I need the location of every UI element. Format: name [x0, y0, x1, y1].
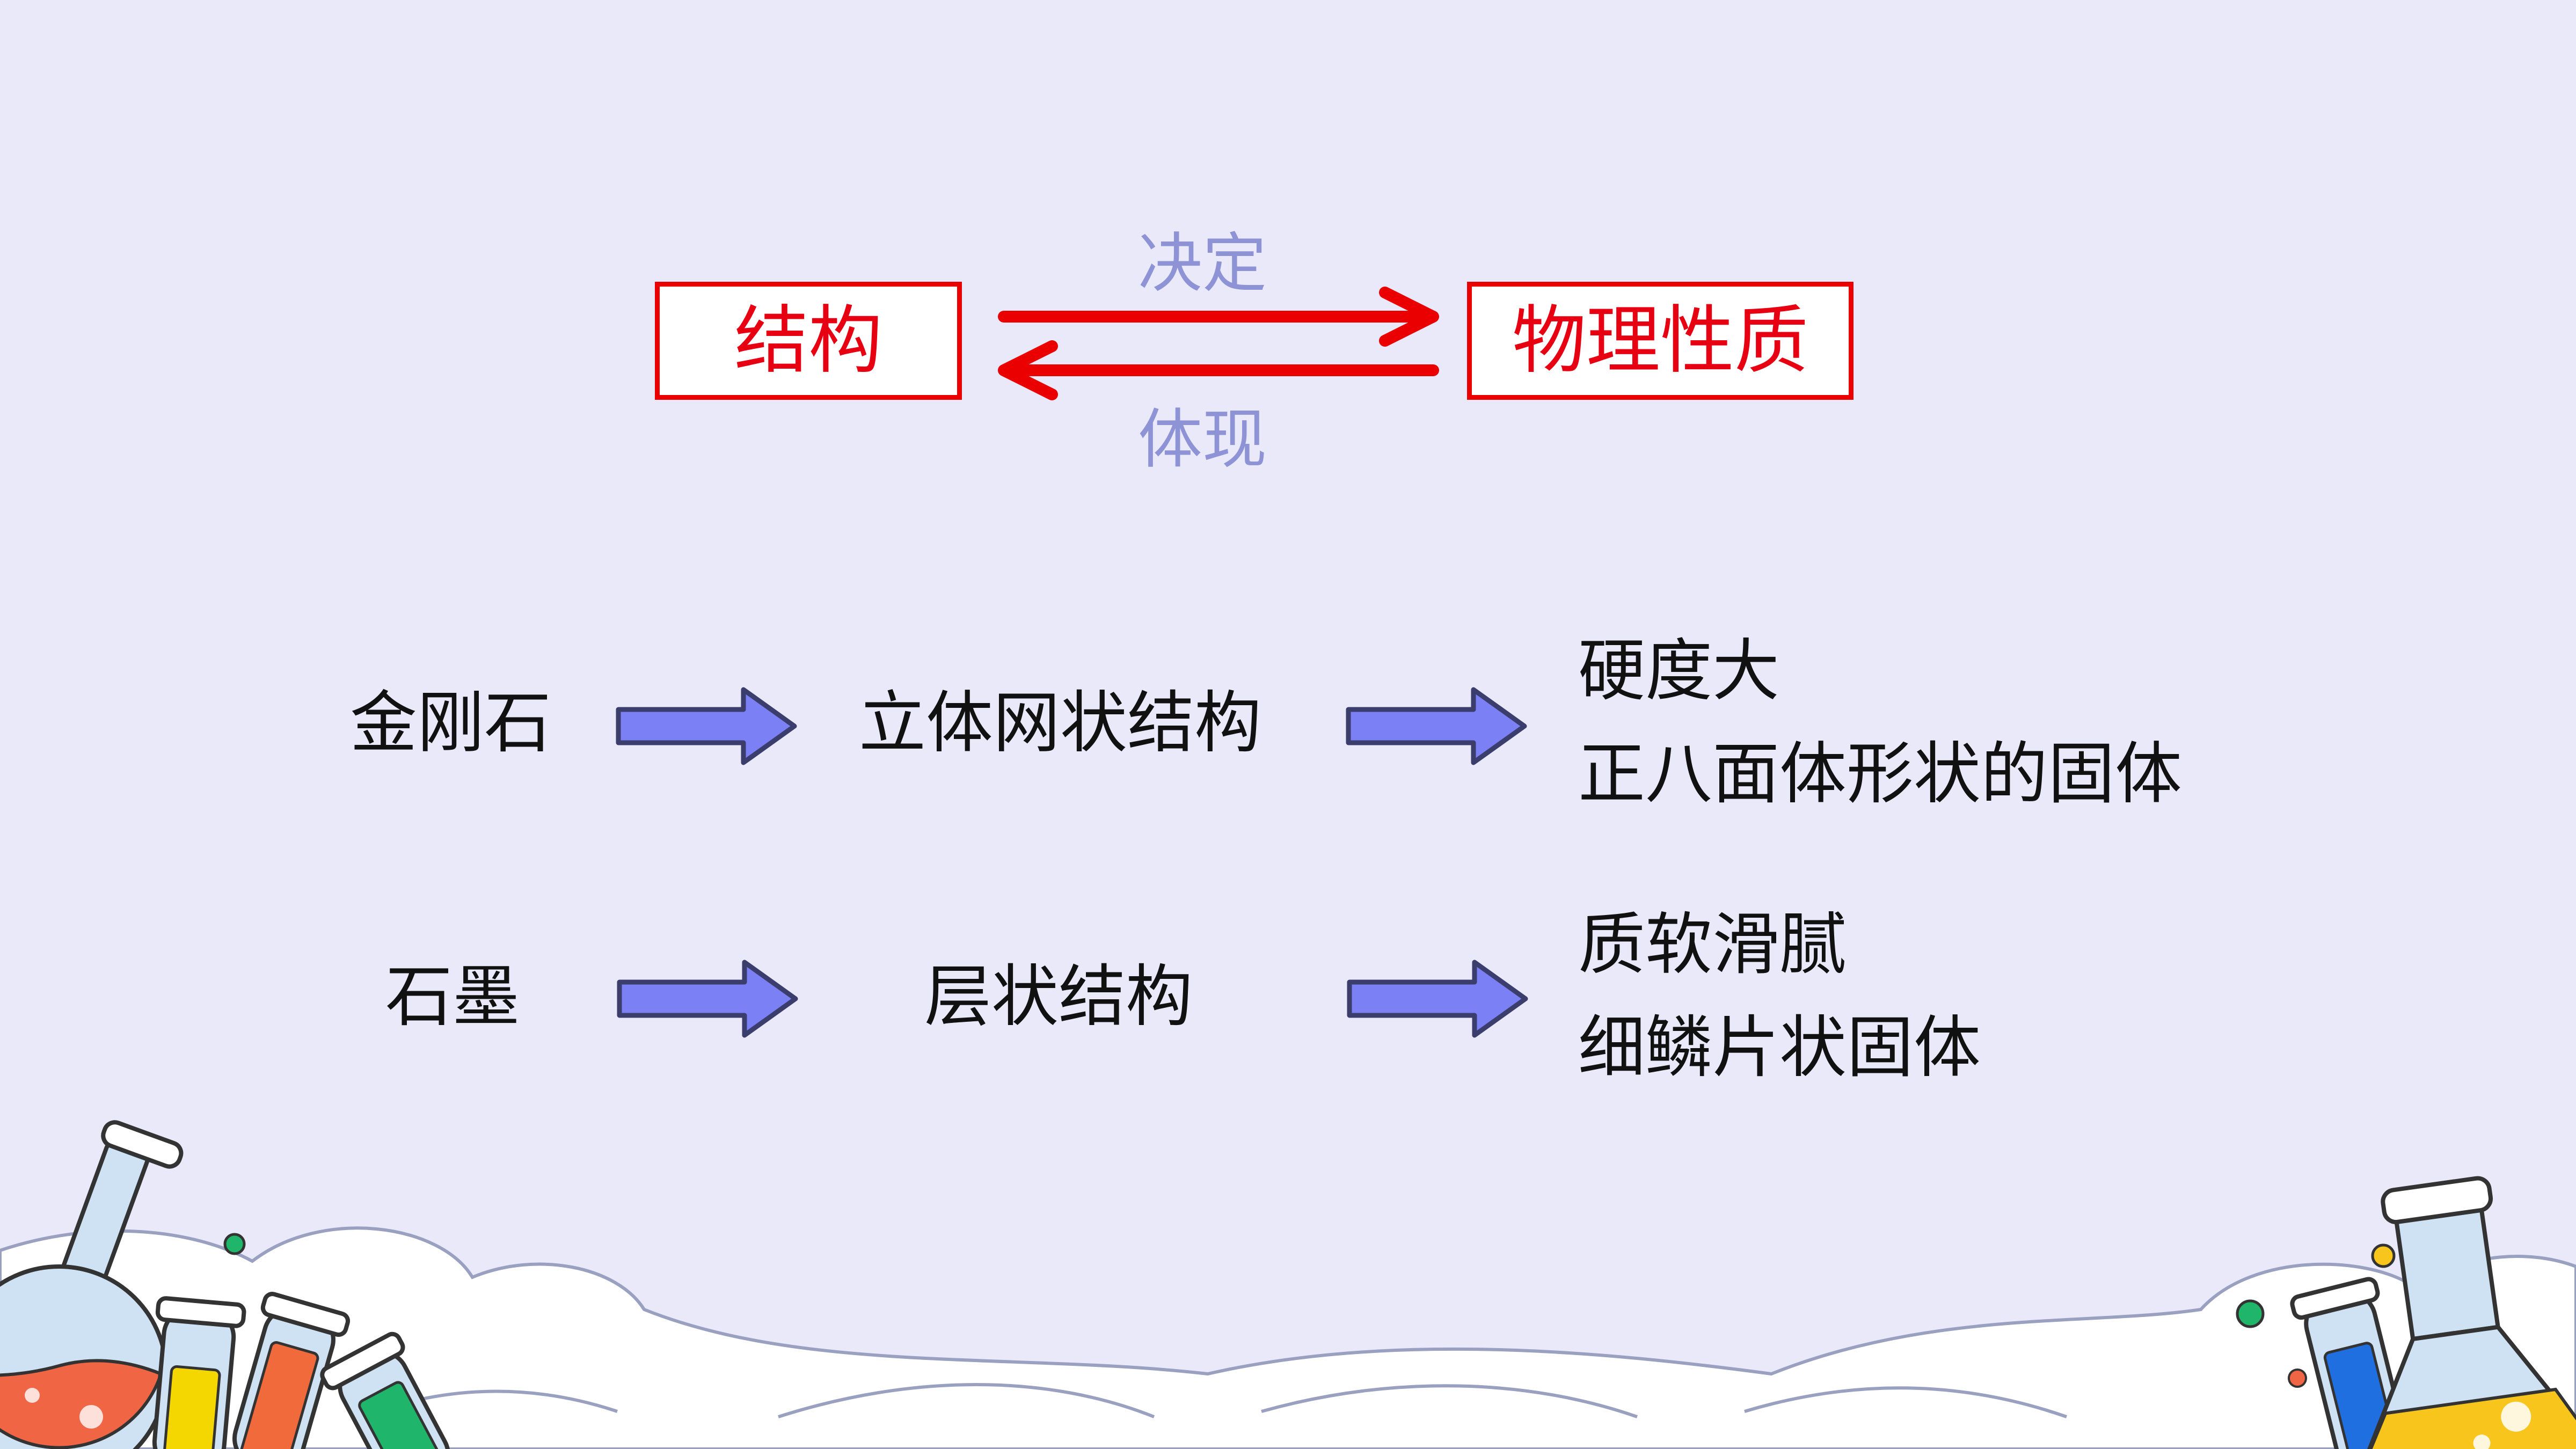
- test-tube-yellow-icon: [152, 1296, 246, 1449]
- graphite-property-2: 细鳞片状固体: [1578, 1009, 1981, 1087]
- diamond-property-1: 硬度大: [1578, 632, 1779, 710]
- bubble-icon: [2288, 1368, 2307, 1388]
- bubble-icon: [223, 1233, 246, 1255]
- diamond-arrow-2: [1346, 687, 1527, 765]
- conical-flask-icon: [2341, 1176, 2576, 1449]
- diamond-property-2: 正八面体形状的固体: [1578, 735, 2182, 813]
- test-tube-orange-icon: [232, 1292, 351, 1449]
- structure-box: 结构: [655, 282, 962, 400]
- backward-relation-label: 体现: [1138, 402, 1267, 477]
- diamond-substance: 金刚石: [350, 684, 551, 762]
- graphite-substance: 石墨: [385, 958, 520, 1036]
- diamond-arrow-1: [616, 687, 797, 765]
- round-flask-icon: [0, 1120, 184, 1449]
- forward-arrow: [998, 287, 1439, 347]
- graphite-arrow-1: [617, 960, 798, 1038]
- forward-relation-label: 决定: [1138, 226, 1267, 301]
- bubble-icon: [2371, 1243, 2396, 1268]
- test-tube-green-icon: [320, 1331, 450, 1449]
- graphite-structure: 层状结构: [924, 958, 1193, 1036]
- cloud-band: [0, 1226, 2576, 1449]
- graphite-arrow-2: [1347, 960, 1528, 1038]
- bubble-icon: [2236, 1299, 2265, 1328]
- backward-arrow: [998, 340, 1439, 400]
- graphite-property-1: 质软滑腻: [1578, 906, 1847, 984]
- diamond-structure: 立体网状结构: [859, 684, 1261, 762]
- physical-property-box: 物理性质: [1467, 282, 1853, 400]
